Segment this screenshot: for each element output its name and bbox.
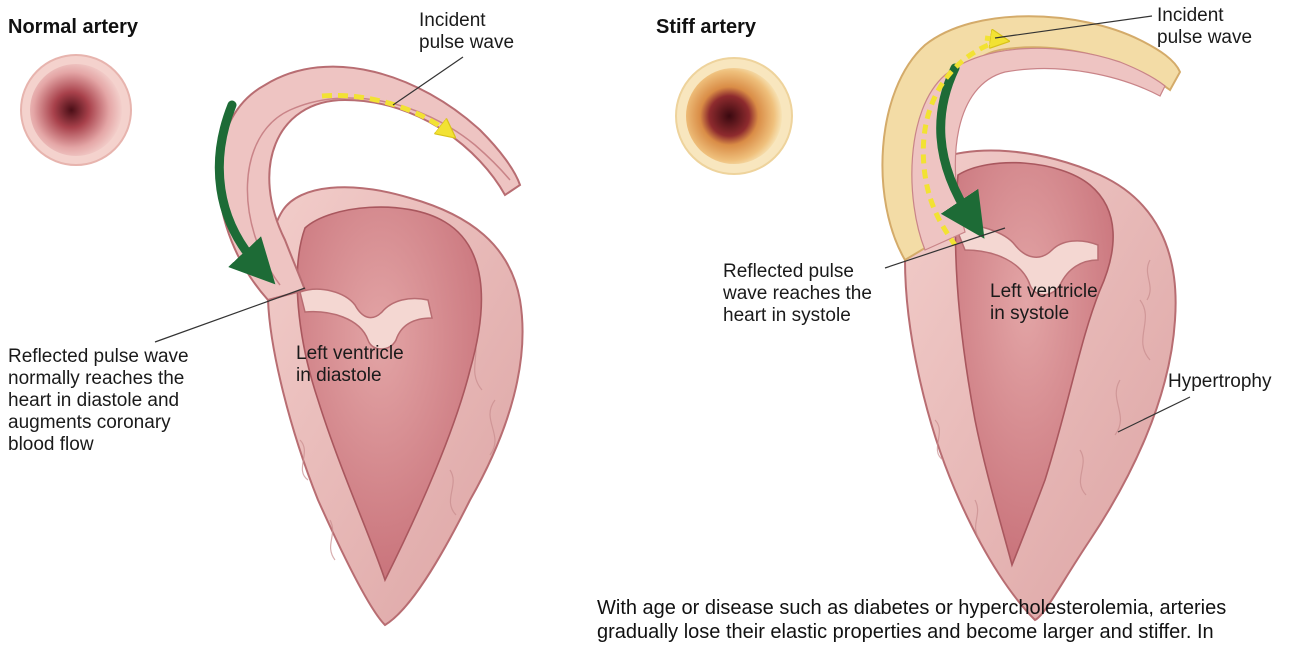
normal-ventricle-label: Left ventricle in diastole bbox=[296, 343, 404, 387]
stiff-artery-title: Stiff artery bbox=[656, 16, 756, 39]
stiff-incident-label: Incident pulse wave bbox=[1157, 5, 1252, 49]
normal-artery-title: Normal artery bbox=[8, 16, 138, 39]
figure-caption: With age or disease such as diabetes or … bbox=[597, 596, 1226, 644]
stiff-ventricle-label: Left ventricle in systole bbox=[990, 281, 1098, 325]
stiff-artery-cross-section bbox=[676, 58, 792, 174]
normal-artery-cross-section bbox=[21, 55, 131, 165]
normal-incident-label: Incident pulse wave bbox=[419, 10, 514, 54]
stiff-reflected-label: Reflected pulse wave reaches the heart i… bbox=[723, 261, 872, 327]
hypertrophy-label: Hypertrophy bbox=[1168, 371, 1272, 393]
normal-reflected-label: Reflected pulse wave normally reaches th… bbox=[8, 346, 189, 456]
